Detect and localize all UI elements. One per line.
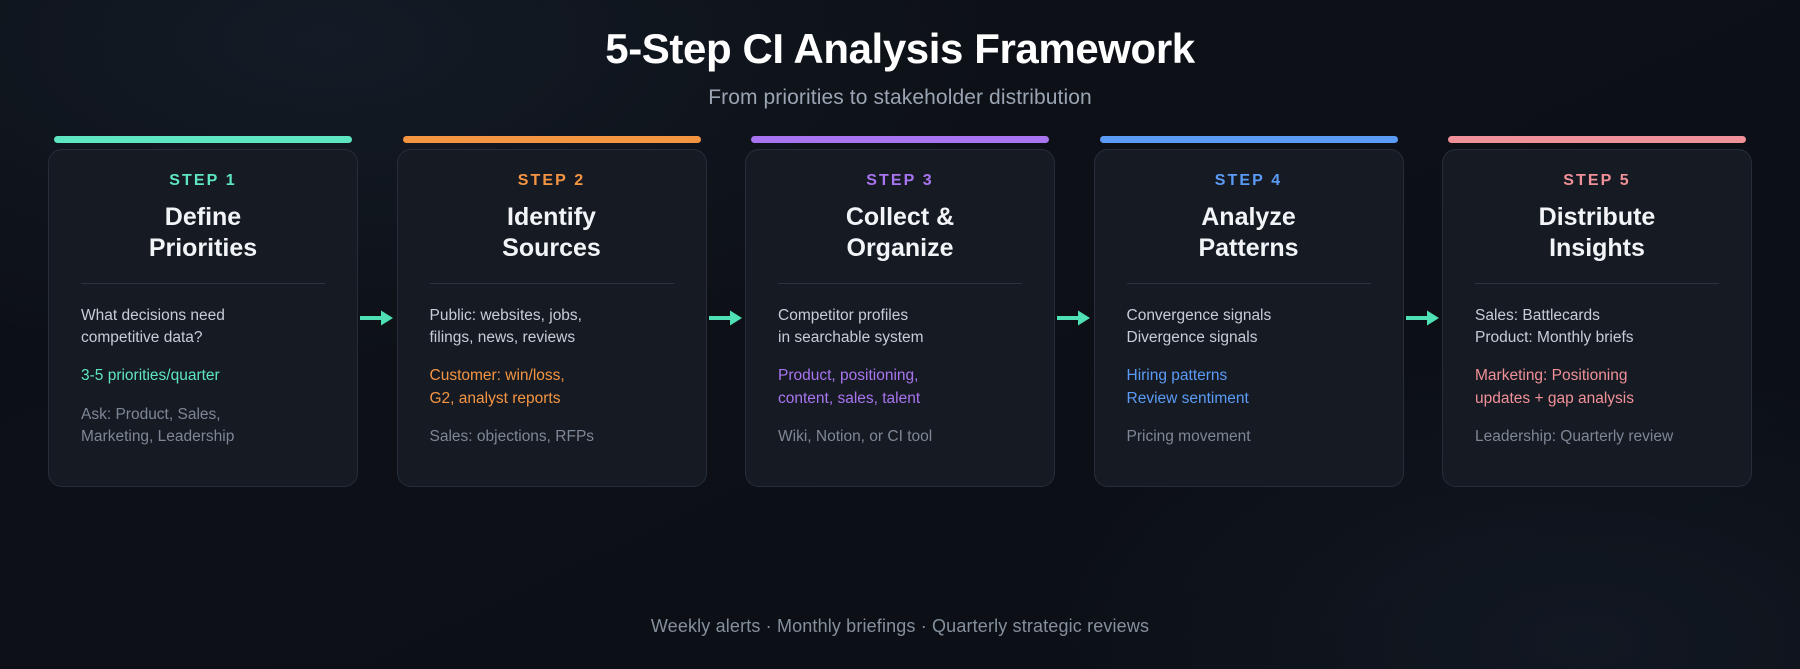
step-detail-primary: Public: websites, jobs,filings, news, re… — [429, 306, 583, 347]
step-label: STEP 4 — [1214, 171, 1283, 189]
flow-arrow-icon — [358, 149, 397, 487]
step-label: STEP 5 — [1563, 171, 1631, 189]
card-divider — [1475, 282, 1719, 284]
step-title: Collect &Organize — [845, 202, 955, 263]
step-accent-bar — [1448, 135, 1746, 143]
page-subtitle: From priorities to stakeholder distribut… — [708, 85, 1092, 109]
card-divider — [778, 282, 1022, 284]
step-detail-secondary: Wiki, Notion, or CI tool — [778, 428, 933, 446]
step-accent-bar — [1099, 135, 1398, 143]
header: 5-Step CI Analysis Framework From priori… — [0, 0, 1800, 110]
step-accent-bar — [402, 135, 701, 143]
step-detail-secondary: Ask: Product, Sales,Marketing, Leadershi… — [81, 405, 235, 446]
step-detail-secondary: Sales: objections, RFPs — [429, 428, 595, 446]
flow-arrow-icon — [707, 149, 746, 487]
flow-arrow-icon — [1055, 149, 1094, 487]
step-detail-accent: 3-5 priorities/quarter — [81, 367, 220, 385]
step-detail-secondary: Leadership: Quarterly review — [1475, 428, 1674, 446]
step-label: STEP 3 — [866, 171, 934, 189]
step-label: STEP 1 — [169, 171, 237, 189]
step-accent-bar — [54, 135, 352, 143]
flow-arrow-icon — [1404, 149, 1443, 487]
page-title: 5-Step CI Analysis Framework — [605, 25, 1195, 72]
step-details: Public: websites, jobs,filings, news, re… — [430, 305, 674, 449]
card-divider — [81, 282, 325, 284]
step-accent-bar — [751, 135, 1049, 143]
step-detail-accent: Product, positioning,content, sales, tal… — [778, 367, 921, 407]
card-divider — [429, 282, 674, 284]
step-label: STEP 2 — [517, 171, 586, 189]
step-detail-secondary: Pricing movement — [1126, 428, 1251, 446]
step-detail-accent: Customer: win/loss,G2, analyst reports — [429, 367, 565, 407]
card-divider — [1126, 282, 1371, 284]
footer-cadence-note: Weekly alerts · Monthly briefings · Quar… — [650, 616, 1150, 636]
